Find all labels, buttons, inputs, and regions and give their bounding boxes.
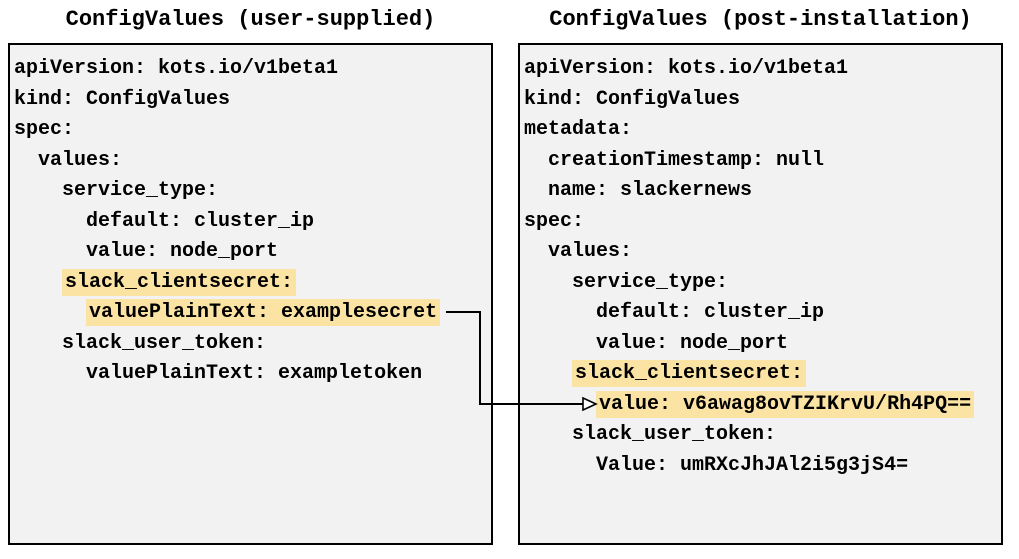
yaml-line: service_type: bbox=[14, 176, 487, 207]
yaml-indent bbox=[14, 362, 86, 385]
yaml-text: service_type: bbox=[62, 179, 219, 202]
yaml-text: name: slackernews bbox=[548, 179, 753, 202]
yaml-indent bbox=[524, 332, 596, 355]
yaml-indent bbox=[14, 240, 86, 263]
yaml-line: values: bbox=[524, 237, 997, 268]
yaml-text: values: bbox=[548, 240, 633, 263]
yaml-indent bbox=[524, 149, 548, 172]
yaml-line: default: cluster_ip bbox=[14, 207, 487, 238]
yaml-indent bbox=[524, 271, 572, 294]
yaml-indent bbox=[14, 301, 86, 324]
yaml-line: values: bbox=[14, 146, 487, 177]
yaml-line: value: node_port bbox=[524, 329, 997, 360]
yaml-text: values: bbox=[38, 148, 123, 172]
yaml-line: name: slackernews bbox=[524, 176, 997, 207]
user-supplied-config-panel: apiVersion: kots.io/v1beta1 kind: ConfigV… bbox=[8, 43, 493, 545]
yaml-indent bbox=[14, 179, 62, 202]
yaml-line: apiVersion: kots.io/v1beta1 bbox=[524, 54, 997, 85]
yaml-line: kind: ConfigValues bbox=[524, 85, 997, 116]
yaml-text: default: cluster_ip bbox=[596, 301, 825, 324]
post-installation-panel-title: ConfigValues (post-installation) bbox=[549, 7, 972, 32]
yaml-text: apiVersion: kots.io/v1beta1 bbox=[14, 57, 339, 80]
yaml-indent bbox=[14, 332, 62, 355]
yaml-text: value: node_port bbox=[596, 331, 789, 355]
yaml-indent bbox=[524, 393, 596, 416]
highlighted-yaml-text: slack_clientsecret: bbox=[572, 360, 807, 387]
highlighted-yaml-text: valuePlainText: examplesecret bbox=[86, 299, 441, 326]
yaml-line: slack_clientsecret: bbox=[524, 359, 997, 390]
yaml-line: creationTimestamp: null bbox=[524, 146, 997, 177]
yaml-line: slack_clientsecret: bbox=[14, 268, 487, 299]
yaml-line: value: v6awag8ovTZIKrvU/Rh4PQ== bbox=[524, 390, 997, 421]
post-installation-config-panel: apiVersion: kots.io/v1beta1 kind: ConfigV… bbox=[518, 43, 1003, 545]
yaml-indent bbox=[14, 271, 62, 294]
yaml-text: apiVersion: kots.io/v1beta1 bbox=[524, 57, 849, 80]
yaml-line: value: node_port bbox=[14, 237, 487, 268]
highlighted-yaml-text: slack_clientsecret: bbox=[62, 268, 297, 296]
yaml-line: valuePlainText: exampletoken bbox=[14, 359, 487, 390]
yaml-text: default: cluster_ip bbox=[86, 209, 315, 233]
yaml-text: service_type: bbox=[572, 270, 729, 294]
yaml-text: creationTimestamp: null bbox=[548, 148, 825, 172]
yaml-indent bbox=[524, 362, 572, 385]
yaml-text: valuePlainText: exampletoken bbox=[86, 362, 423, 385]
yaml-indent bbox=[14, 210, 86, 233]
yaml-line: valuePlainText: examplesecret bbox=[14, 298, 487, 329]
yaml-text: kind: ConfigValues bbox=[524, 87, 741, 111]
yaml-text: metadata: bbox=[524, 118, 633, 141]
yaml-line: slack_user_token: bbox=[14, 329, 487, 360]
yaml-line: spec: bbox=[14, 115, 487, 146]
yaml-indent bbox=[524, 240, 548, 263]
yaml-line: slack_user_token: bbox=[524, 420, 997, 451]
yaml-line: kind: ConfigValues bbox=[14, 85, 487, 116]
yaml-indent bbox=[14, 149, 38, 172]
yaml-line: service_type: bbox=[524, 268, 997, 299]
yaml-text: value: node_port bbox=[86, 240, 279, 263]
yaml-indent bbox=[524, 179, 548, 202]
yaml-line: metadata: bbox=[524, 115, 997, 146]
yaml-text: slack_user_token: bbox=[62, 331, 267, 355]
user-supplied-panel-title: ConfigValues (user-supplied) bbox=[65, 7, 436, 32]
highlighted-yaml-text: value: v6awag8ovTZIKrvU/Rh4PQ== bbox=[596, 390, 975, 418]
yaml-indent bbox=[524, 454, 596, 477]
yaml-line: Value: umRXcJhJAl2i5g3jS4= bbox=[524, 451, 997, 482]
yaml-line: spec: bbox=[524, 207, 997, 238]
yaml-text: slack_user_token: bbox=[572, 423, 777, 446]
yaml-indent bbox=[524, 423, 572, 446]
yaml-line: default: cluster_ip bbox=[524, 298, 997, 329]
yaml-line: apiVersion: kots.io/v1beta1 bbox=[14, 54, 487, 85]
yaml-indent bbox=[524, 301, 596, 324]
yaml-text: Value: umRXcJhJAl2i5g3jS4= bbox=[596, 453, 909, 477]
yaml-text: spec: bbox=[14, 118, 75, 141]
yaml-text: spec: bbox=[524, 209, 585, 233]
yaml-text: kind: ConfigValues bbox=[14, 87, 231, 111]
